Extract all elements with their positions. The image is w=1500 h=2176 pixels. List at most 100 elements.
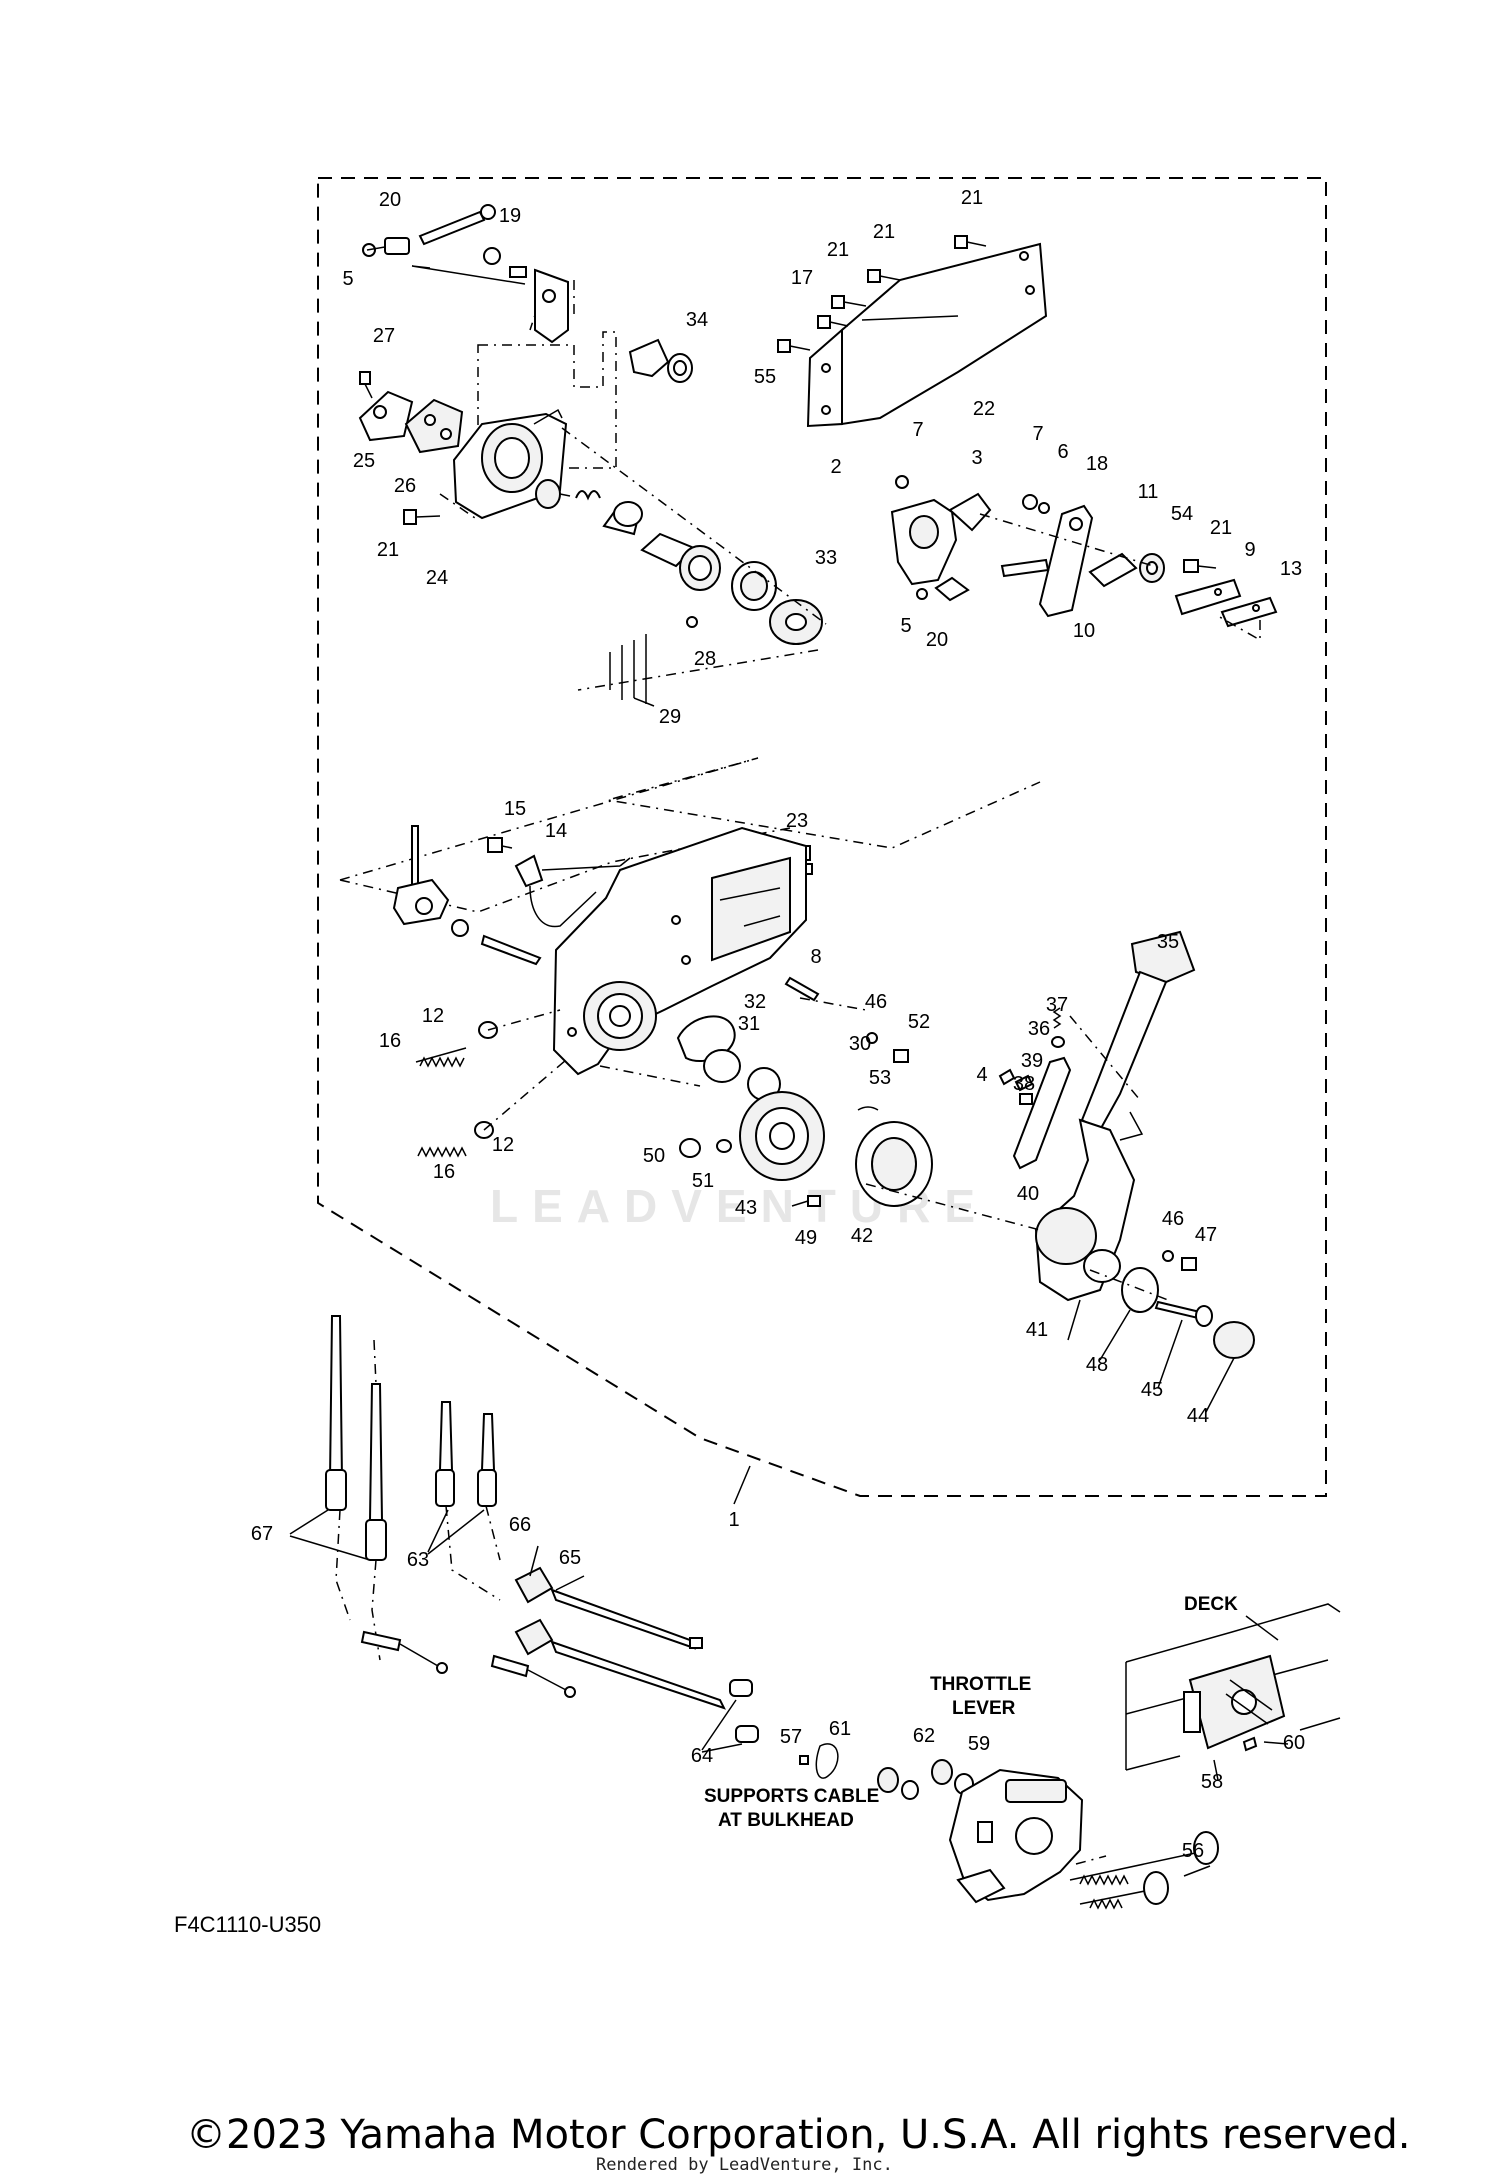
part-18-arm — [1038, 504, 1094, 618]
callout-42: 42 — [851, 1225, 873, 1247]
part-64-cable-ends — [729, 1679, 759, 1743]
callout-38: 38 — [1013, 1073, 1035, 1095]
callout-15: 15 — [504, 798, 526, 820]
callout-20: 20 — [926, 629, 948, 651]
subassembly-separator — [339, 757, 1041, 913]
part-35-handle — [1080, 930, 1196, 1132]
callout-55: 55 — [754, 366, 776, 388]
callout-48: 48 — [1086, 1354, 1108, 1376]
callout-66: 66 — [509, 1514, 531, 1536]
note-supports-line1: SUPPORTS CABLE — [704, 1786, 879, 1807]
part-21-screw-left — [403, 509, 441, 525]
callout-5: 5 — [342, 268, 353, 290]
callout-6: 6 — [1057, 441, 1068, 463]
callout-54: 54 — [1171, 503, 1193, 525]
callout-23: 23 — [786, 810, 808, 832]
callout-35: 35 — [1157, 931, 1179, 953]
callout-33: 33 — [815, 547, 837, 569]
shaft-detent-stack — [535, 479, 823, 645]
callout-17: 17 — [791, 267, 813, 289]
lever-dashlines — [865, 1015, 1169, 1301]
part-67-cable-ends — [325, 1315, 387, 1661]
callout-21: 21 — [873, 221, 895, 243]
callout-16: 16 — [433, 1161, 455, 1183]
callout-41: 41 — [1026, 1319, 1048, 1341]
part-44-cap — [1213, 1321, 1255, 1359]
part-21-screw-right — [1183, 559, 1217, 573]
part-20-link-right — [916, 576, 970, 602]
callout-26: 26 — [394, 475, 416, 497]
callout-13: 13 — [1280, 558, 1302, 580]
callout-2: 2 — [830, 456, 841, 478]
callout-9: 9 — [1244, 539, 1255, 561]
main-housing — [552, 826, 807, 1076]
callout-32: 32 — [744, 991, 766, 1013]
screws-17-21 — [777, 235, 987, 353]
callout-45: 45 — [1141, 1379, 1163, 1401]
part-46-47-screw — [1162, 1250, 1197, 1271]
part-25-26-plates — [358, 390, 464, 454]
callout-60: 60 — [1283, 1732, 1305, 1754]
callout-21: 21 — [827, 239, 849, 261]
callout-58: 58 — [1201, 1771, 1223, 1793]
part-57-61-tie — [799, 1743, 839, 1779]
part-8-pin — [784, 976, 820, 1002]
callout-19: 19 — [499, 205, 521, 227]
part-43-bearing — [739, 1091, 825, 1181]
part-29-springs — [609, 634, 655, 707]
callout-39: 39 — [1021, 1050, 1043, 1072]
pin-and-detent-knob — [392, 825, 450, 926]
part-20-link-upper — [362, 237, 410, 257]
callout-21: 21 — [961, 187, 983, 209]
rendered-by-notice: Rendered by LeadVenture, Inc. — [596, 2155, 893, 2175]
callout-25: 25 — [353, 450, 375, 472]
callout-1: 1 — [728, 1509, 739, 1531]
callout-24: 24 — [426, 567, 448, 589]
callout-56: 56 — [1182, 1840, 1204, 1862]
throttle-lever-body — [948, 1768, 1084, 1904]
part-62-59-washers — [877, 1759, 974, 1800]
small-cable-parts — [360, 1630, 576, 1698]
note-throttle-line2: LEVER — [952, 1698, 1016, 1719]
part-54-bushing — [1139, 553, 1165, 583]
leader-lines — [289, 1299, 1289, 1877]
part-66-65-cable-adjusters — [514, 1566, 726, 1710]
part-56-bolts — [1069, 1831, 1219, 1910]
callout-36: 36 — [1028, 1018, 1050, 1040]
part-4-clip — [998, 1068, 1016, 1086]
callout-40: 40 — [1017, 1183, 1039, 1205]
callout-28: 28 — [694, 648, 716, 670]
part-9-13-plates — [1174, 578, 1278, 628]
callout-22: 22 — [973, 398, 995, 420]
callout-64: 64 — [691, 1745, 713, 1767]
callout-21: 21 — [1210, 517, 1232, 539]
part-19-pin — [418, 204, 527, 278]
callout-16: 16 — [379, 1030, 401, 1052]
callout-14: 14 — [545, 820, 567, 842]
part-40-lever — [1012, 1056, 1072, 1170]
callout-10: 10 — [1073, 620, 1095, 642]
part-38-39-pins — [1014, 1074, 1034, 1105]
part-15-screw — [487, 837, 513, 853]
callout-65: 65 — [559, 1547, 581, 1569]
part-50-51-nut-washer — [679, 1138, 732, 1158]
assembly-boundary — [317, 177, 1327, 1497]
callout-50: 50 — [643, 1145, 665, 1167]
callout-52: 52 — [908, 1011, 930, 1033]
part-7-washer-left — [895, 475, 909, 489]
part-16-spring-upper — [415, 1047, 467, 1068]
callout-3: 3 — [971, 447, 982, 469]
callout-51: 51 — [692, 1170, 714, 1192]
callout-53: 53 — [869, 1067, 891, 1089]
callout-46: 46 — [1162, 1208, 1184, 1230]
part-34-gear-cluster — [628, 338, 693, 383]
part-45-bolt — [1154, 1300, 1213, 1327]
callout-numbers: 2019527342526212421212117552227376181154… — [251, 187, 1305, 1862]
housing-dashlines — [483, 997, 867, 1131]
part-22-mounting-plate — [841, 242, 1048, 426]
callout-61: 61 — [829, 1718, 851, 1740]
callout-43: 43 — [735, 1197, 757, 1219]
note-throttle-line1: THROTTLE — [930, 1674, 1031, 1695]
callout-63: 63 — [407, 1549, 429, 1571]
